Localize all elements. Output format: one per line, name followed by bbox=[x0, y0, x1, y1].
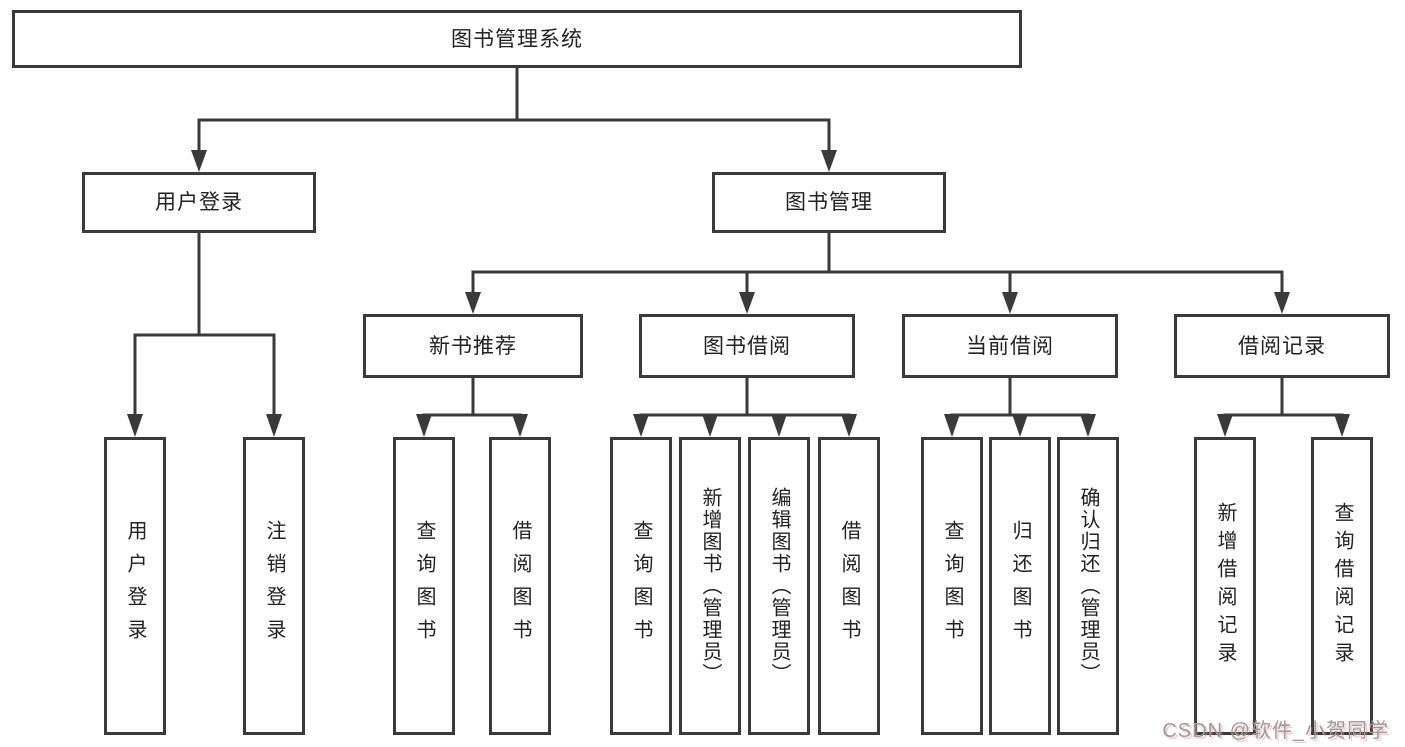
current-borrow-connectors bbox=[950, 376, 1090, 417]
leaf-query-books-recommend: 查询图书 bbox=[393, 437, 455, 735]
node-label: 新书推荐 bbox=[429, 334, 517, 358]
node-label: 当前借阅 bbox=[966, 334, 1054, 358]
arrow-down-icon bbox=[1334, 414, 1350, 437]
leaf-borrow-books-borrow: 借阅图书 bbox=[818, 437, 880, 735]
leaf-return-books: 归还图书 bbox=[989, 437, 1051, 735]
arrow-down-icon bbox=[702, 414, 718, 437]
csdn-watermark: CSDN @软件_小贺同学 bbox=[1162, 720, 1389, 742]
user-login-connectors bbox=[133, 231, 276, 416]
leaf-logout: 注销登录 bbox=[243, 437, 305, 735]
leaf-add-borrow-record: 新增借阅记录 bbox=[1194, 437, 1256, 735]
leaf-query-borrow-record: 查询借阅记录 bbox=[1311, 437, 1373, 735]
arrow-down-icon bbox=[512, 414, 528, 437]
leaf-confirm-return-admin: 确认归还（管理员） bbox=[1057, 437, 1119, 735]
new-book-recommend-connectors bbox=[422, 376, 522, 417]
arrow-down-icon bbox=[841, 414, 857, 437]
node-label: 图书借阅 bbox=[703, 334, 791, 358]
arrow-down-icon bbox=[191, 150, 207, 172]
leaf-label: 新增图书（管理员） bbox=[699, 487, 721, 685]
leaf-query-books-borrow: 查询图书 bbox=[610, 437, 672, 735]
leaf-edit-books-admin: 编辑图书（管理员） bbox=[748, 437, 810, 735]
node-label: 图书管理 bbox=[785, 191, 873, 214]
arrow-down-icon bbox=[739, 292, 755, 314]
leaf-user-login: 用户登录 bbox=[104, 437, 166, 735]
arrow-down-icon bbox=[771, 414, 787, 437]
node-book-borrow: 图书借阅 bbox=[639, 314, 855, 378]
arrow-down-icon bbox=[944, 414, 960, 437]
leaf-borrow-books-recommend: 借阅图书 bbox=[489, 437, 551, 735]
arrow-down-icon bbox=[1002, 292, 1018, 314]
arrow-down-icon bbox=[127, 414, 143, 437]
node-current-borrow: 当前借阅 bbox=[902, 314, 1118, 378]
leaf-label: 归还图书 bbox=[1009, 520, 1031, 652]
arrow-down-icon bbox=[416, 414, 432, 437]
leaf-label: 编辑图书（管理员） bbox=[768, 487, 790, 685]
leaf-label: 查询图书 bbox=[941, 520, 963, 652]
book-borrow-connectors bbox=[639, 376, 851, 417]
leaf-label: 查询图书 bbox=[413, 520, 435, 652]
arrow-down-icon bbox=[1217, 414, 1233, 437]
leaf-query-books-current: 查询图书 bbox=[921, 437, 983, 735]
leaf-label: 借阅图书 bbox=[509, 520, 531, 652]
leaf-label: 借阅图书 bbox=[838, 520, 860, 652]
node-user-login: 用户登录 bbox=[82, 172, 316, 233]
node-borrow-records: 借阅记录 bbox=[1174, 314, 1390, 378]
leaf-label: 查询借阅记录 bbox=[1331, 502, 1353, 670]
leaf-label: 确认归还（管理员） bbox=[1077, 487, 1099, 685]
node-book-management: 图书管理 bbox=[712, 172, 946, 233]
root-connectors bbox=[197, 66, 831, 154]
arrow-down-icon bbox=[1012, 414, 1028, 437]
arrow-down-icon bbox=[633, 414, 649, 437]
arrow-down-icon bbox=[465, 292, 481, 314]
node-label: 用户登录 bbox=[155, 191, 243, 214]
arrow-down-icon bbox=[821, 150, 837, 172]
arrow-down-icon bbox=[266, 414, 282, 437]
arrow-down-icon bbox=[1080, 414, 1096, 437]
node-library-management-system: 图书管理系统 bbox=[12, 10, 1022, 68]
leaf-label: 新增借阅记录 bbox=[1214, 502, 1236, 670]
leaf-label: 查询图书 bbox=[630, 520, 652, 652]
leaf-add-books-admin: 新增图书（管理员） bbox=[679, 437, 741, 735]
arrow-down-icon bbox=[1274, 292, 1290, 314]
leaf-label: 注销登录 bbox=[263, 520, 285, 652]
book-management-connectors bbox=[471, 231, 1284, 295]
node-label: 借阅记录 bbox=[1238, 334, 1326, 358]
leaf-label: 用户登录 bbox=[124, 520, 146, 652]
node-label: 图书管理系统 bbox=[451, 27, 583, 51]
borrow-records-connectors bbox=[1223, 376, 1344, 417]
node-new-book-recommend: 新书推荐 bbox=[363, 314, 583, 378]
arrow-down-icons bbox=[127, 150, 1350, 437]
